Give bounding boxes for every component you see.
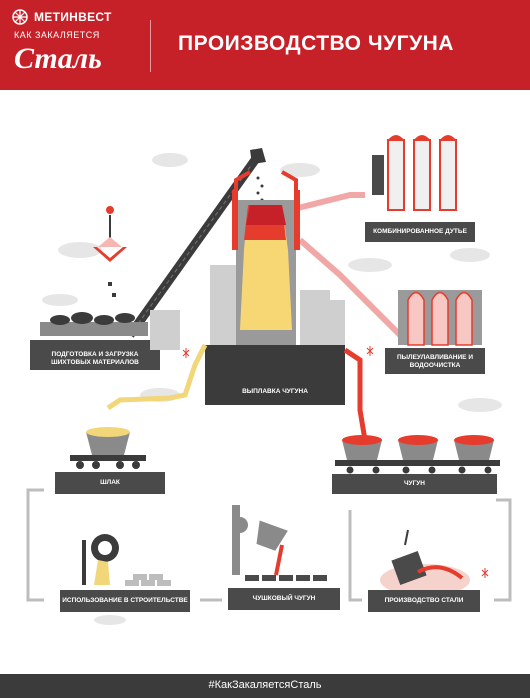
- step-label-iron: ЧУГУН: [403, 480, 426, 487]
- flow-arrow-left: [26, 488, 44, 602]
- spark-marks: [182, 346, 489, 578]
- iron-flow: [343, 347, 368, 441]
- step-label-blast: КОМБИНИРОВАННОЕ ДУТЬЕ: [373, 228, 467, 235]
- header-divider: [150, 20, 151, 72]
- charging-label-box: [30, 340, 160, 370]
- header-banner: МЕТИНВЕСТ КАК ЗАКАЛЯЕТСЯ Сталь ПРОИЗВОДС…: [0, 0, 530, 90]
- step-label-smelting: ВЫПЛАВКА ЧУГУНА: [242, 388, 308, 395]
- crane-grab: [93, 206, 127, 297]
- dust-collectors: [398, 290, 482, 346]
- dust-label-box: [385, 348, 485, 374]
- steelmaking-label-box: [368, 590, 480, 612]
- blast-label-box: [365, 222, 475, 242]
- iron-ladle-cars: [335, 435, 500, 474]
- slag-flow: [106, 343, 208, 411]
- step-label-pig-iron: ЧУШКОВЫЙ ЧУГУН: [252, 595, 316, 602]
- step-label-construction: ИСПОЛЬЗОВАНИЕ В СТРОИТЕЛЬСТВЕ: [62, 597, 188, 604]
- blast-furnace: [232, 170, 300, 350]
- step-label-dust: ПЫЛЕУЛАВЛИВАНИЕ И ВОДООЧИСТКА: [397, 354, 473, 369]
- slag-label-box: [55, 472, 165, 494]
- hot-blast-stoves: [372, 135, 457, 211]
- brand-tagline-script: Сталь: [14, 42, 102, 75]
- metinvest-logo-icon: [12, 9, 28, 25]
- slag-cement-mixer: [82, 534, 171, 586]
- step-label-steelmaking: ПРОИЗВОДСТВО СТАЛИ: [384, 597, 464, 604]
- charging-station: [40, 312, 148, 336]
- iron-production-diagram: [26, 135, 512, 625]
- plant-background: [150, 265, 345, 355]
- steel-converter: [380, 529, 470, 596]
- footer-hashtag: #КакЗакаляетсяСталь: [208, 679, 322, 691]
- smelting-label-box: [205, 345, 345, 405]
- brand-name: МЕТИНВЕСТ: [34, 10, 112, 24]
- flow-arrow-right: [494, 498, 512, 602]
- step-label-slag: ШЛАК: [100, 479, 120, 486]
- pig-iron-caster: [232, 505, 327, 581]
- slag-ladle-car: [70, 427, 146, 469]
- brand-tagline: КАК ЗАКАЛЯЕТСЯ: [14, 30, 100, 40]
- construction-label-box: [60, 590, 190, 612]
- iron-label-box: [332, 474, 497, 494]
- pig-iron-label-box: [228, 588, 340, 610]
- background-clouds: [42, 153, 502, 625]
- step-label-charging: ПОДГОТОВКА И ЗАГРУЗКА ШИХТОВЫХ МАТЕРИАЛО…: [51, 351, 139, 366]
- page-title: ПРОИЗВОДСТВО ЧУГУНА: [178, 32, 454, 55]
- footer-bar: #КакЗакаляетсяСталь: [0, 674, 530, 698]
- flow-arrow-mid-right: [348, 510, 362, 602]
